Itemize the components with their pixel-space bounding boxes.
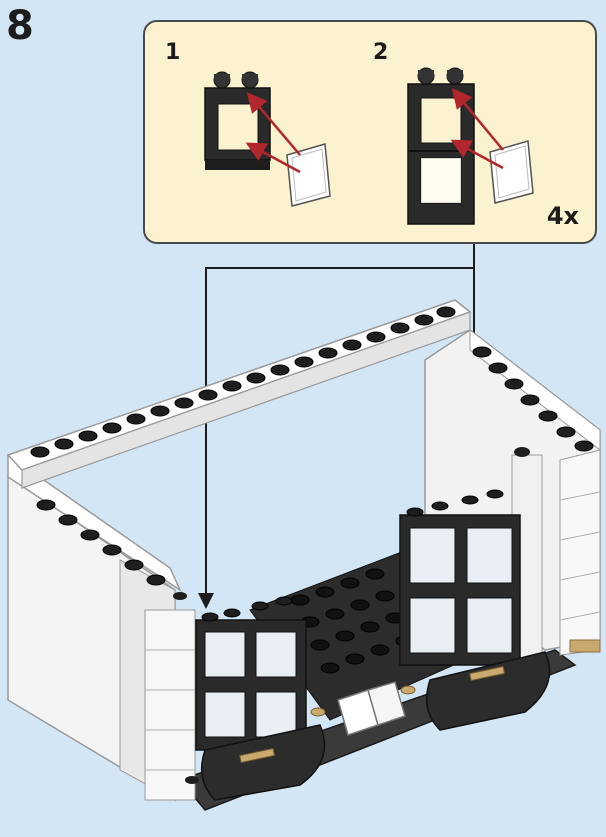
substep-1-label: 1 [165,40,181,65]
substep-2-arrow-top [451,88,504,151]
left-placement-arrowhead [198,593,214,609]
substep-1-glass-pane [286,143,331,207]
substep-1-arrow-bottom [245,142,301,174]
floor-studs [290,568,415,674]
substep-1-frame [204,71,271,170]
right-window-stack [399,489,521,666]
left-front-base [200,724,326,801]
top-rail-studs [30,306,456,458]
substep-2-arrow-bottom [450,139,504,170]
left-white-wall [7,453,196,802]
left-window-stack [195,596,307,751]
door-step [310,681,416,736]
corner-stud-left [173,592,187,600]
corner-stud-bottom [185,776,199,784]
substep-2-label: 2 [373,40,389,65]
substep-1-arrow-top [246,92,301,156]
right-wall-studs [472,346,594,452]
right-front-base [425,651,551,731]
step-number: 8 [6,3,34,49]
substep-2-glass-pane [489,140,534,204]
left-wall-studs [36,499,166,586]
quantity-label: 4x [546,202,579,230]
